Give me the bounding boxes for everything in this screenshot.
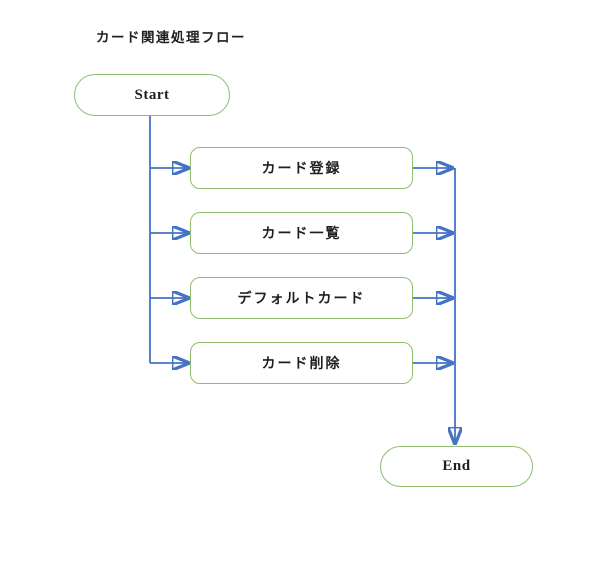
process-node-card-list: カード一覧 (190, 212, 413, 254)
process-node-label: カード登録 (261, 162, 342, 177)
process-node-label: カード削除 (261, 357, 342, 372)
end-node: End (380, 446, 533, 487)
process-node-label: デフォルトカード (237, 292, 366, 307)
process-node-label: カード一覧 (261, 227, 342, 242)
process-node-card-delete: カード削除 (190, 342, 413, 384)
start-node-label: Start (134, 86, 170, 103)
diagram-title: カード関連処理フロー (96, 30, 246, 45)
process-node-default-card: デフォルトカード (190, 277, 413, 319)
start-node: Start (74, 74, 230, 116)
end-node-label: End (442, 458, 471, 474)
process-node-card-register: カード登録 (190, 147, 413, 189)
